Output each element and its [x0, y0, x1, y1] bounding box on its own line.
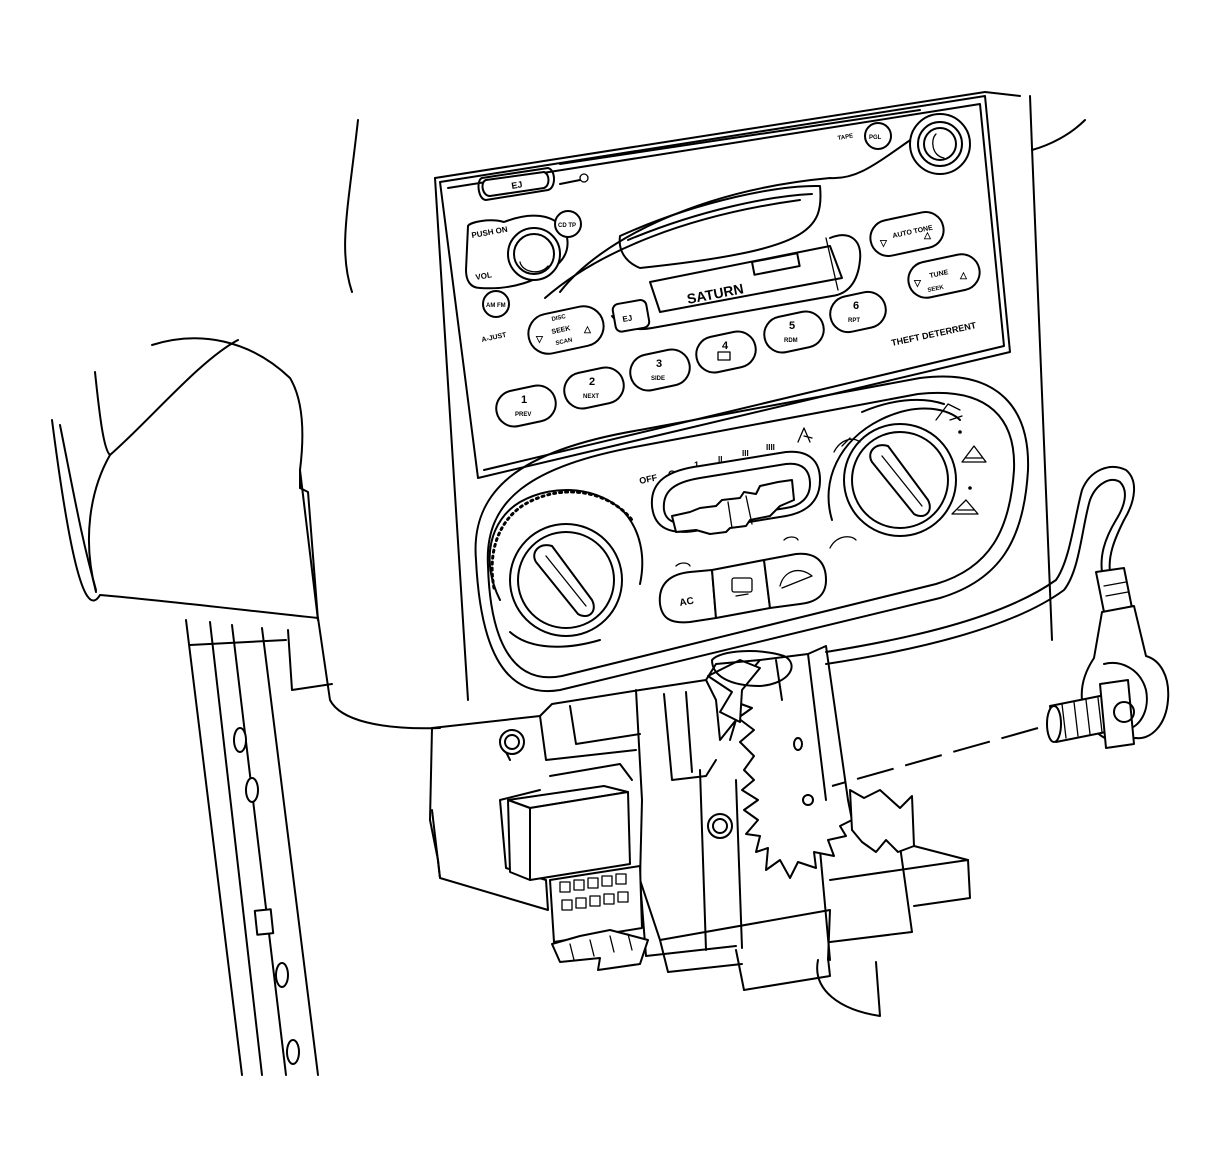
svg-text:TUNE: TUNE	[929, 269, 949, 280]
support-bracket-torn	[705, 645, 915, 879]
svg-text:PREV: PREV	[515, 412, 531, 418]
svg-text:▽: ▽	[535, 334, 544, 344]
svg-text:CD TP: CD TP	[558, 223, 576, 229]
recirculation-icon[interactable]	[763, 552, 827, 609]
vent-icon	[829, 536, 857, 549]
svg-text:DISC: DISC	[551, 314, 567, 323]
mounting-bracket	[429, 679, 971, 1017]
svg-text:1: 1	[521, 394, 527, 406]
eject-button[interactable]: EJ	[481, 171, 550, 197]
svg-text:EJ: EJ	[622, 313, 633, 324]
svg-text:NEXT: NEXT	[583, 394, 599, 400]
ac-button[interactable]: AC	[658, 569, 717, 624]
theft-label: THEFT DETERRENT	[890, 320, 977, 348]
left-trim-panel	[51, 119, 441, 730]
svg-text:AM FM: AM FM	[486, 303, 506, 309]
svg-text:SCAN: SCAN	[555, 338, 573, 347]
tape-label: TAPE	[837, 133, 853, 142]
svg-text:AC: AC	[679, 596, 695, 609]
fan-speed-3: III	[742, 449, 749, 458]
am-fm-button[interactable]: AM FM	[482, 290, 510, 318]
svg-text:PGL: PGL	[869, 135, 882, 141]
fan-speed-2: II	[718, 455, 722, 464]
cassette-eject-button[interactable]: EJ	[611, 299, 651, 333]
connector-block	[549, 865, 649, 971]
led-indicator	[675, 562, 691, 567]
fan-off-label: OFF	[638, 472, 658, 486]
svg-text:5: 5	[789, 320, 795, 332]
svg-text:2: 2	[589, 376, 595, 388]
preset-button-6[interactable]: 6 RPT	[827, 289, 889, 336]
ground-bolt	[1046, 679, 1135, 749]
hvac-panel: OFF 1 II III IIII	[474, 375, 1030, 693]
preset-button-1[interactable]: 1 PREV	[493, 382, 559, 430]
svg-text:△: △	[583, 324, 592, 334]
tune-button[interactable]: TUNE SEEK ▽ △	[905, 251, 983, 301]
mode-knob-icon[interactable]	[827, 398, 987, 549]
ajust-label: A-JUST	[481, 332, 508, 344]
preset-button-2[interactable]: 2 NEXT	[561, 364, 627, 412]
floor-icon	[833, 437, 861, 453]
dash-bezel	[434, 91, 1086, 701]
temp-knob-icon[interactable]	[488, 489, 644, 648]
vent-icon	[935, 403, 963, 421]
tone-knob[interactable]	[909, 113, 971, 175]
preset-button-5[interactable]: 5 RDM	[761, 308, 827, 356]
preset-button-3[interactable]: 3 SIDE	[627, 346, 693, 394]
vent-icon	[797, 427, 813, 443]
vol-label: VOL	[475, 270, 493, 282]
svg-text:4: 4	[722, 340, 729, 352]
fan-speed-slider[interactable]	[650, 450, 821, 535]
volume-knob[interactable]: PUSH ON VOL	[465, 214, 569, 290]
defrost-icon	[961, 445, 987, 463]
relay-module	[507, 763, 633, 881]
svg-text:3: 3	[656, 358, 662, 370]
fan-speed-4: IIII	[766, 443, 775, 452]
svg-text:SIDE: SIDE	[651, 376, 665, 382]
preset-button-4[interactable]: 4	[693, 328, 759, 376]
rear-defrost-icon[interactable]	[711, 559, 771, 619]
svg-text:6: 6	[853, 300, 859, 312]
cd-tp-button[interactable]: CD TP	[554, 210, 582, 238]
svg-text:△: △	[959, 270, 968, 280]
bolt-axis-line	[831, 727, 1039, 787]
svg-text:RDM: RDM	[784, 338, 798, 344]
mounting-rail	[185, 619, 333, 1076]
fan-speed-1: 1	[694, 460, 699, 470]
pgm-button[interactable]: PGL	[864, 122, 892, 150]
svg-text:EJ: EJ	[511, 179, 524, 191]
seek-button[interactable]: DISC SEEK SCAN ▽ △	[525, 303, 608, 358]
svg-text:SEEK: SEEK	[551, 325, 571, 336]
svg-text:▽: ▽	[913, 278, 922, 288]
defrost-icon	[951, 499, 979, 515]
wire-ring	[711, 650, 793, 687]
svg-text:RPT: RPT	[848, 318, 860, 324]
svg-text:▽: ▽	[879, 238, 888, 248]
led-indicator	[783, 536, 799, 541]
auto-tone-button[interactable]: AUTO TONE ▽ △	[867, 209, 947, 260]
svg-text:△: △	[923, 230, 932, 240]
svg-text:SEEK: SEEK	[927, 285, 945, 294]
